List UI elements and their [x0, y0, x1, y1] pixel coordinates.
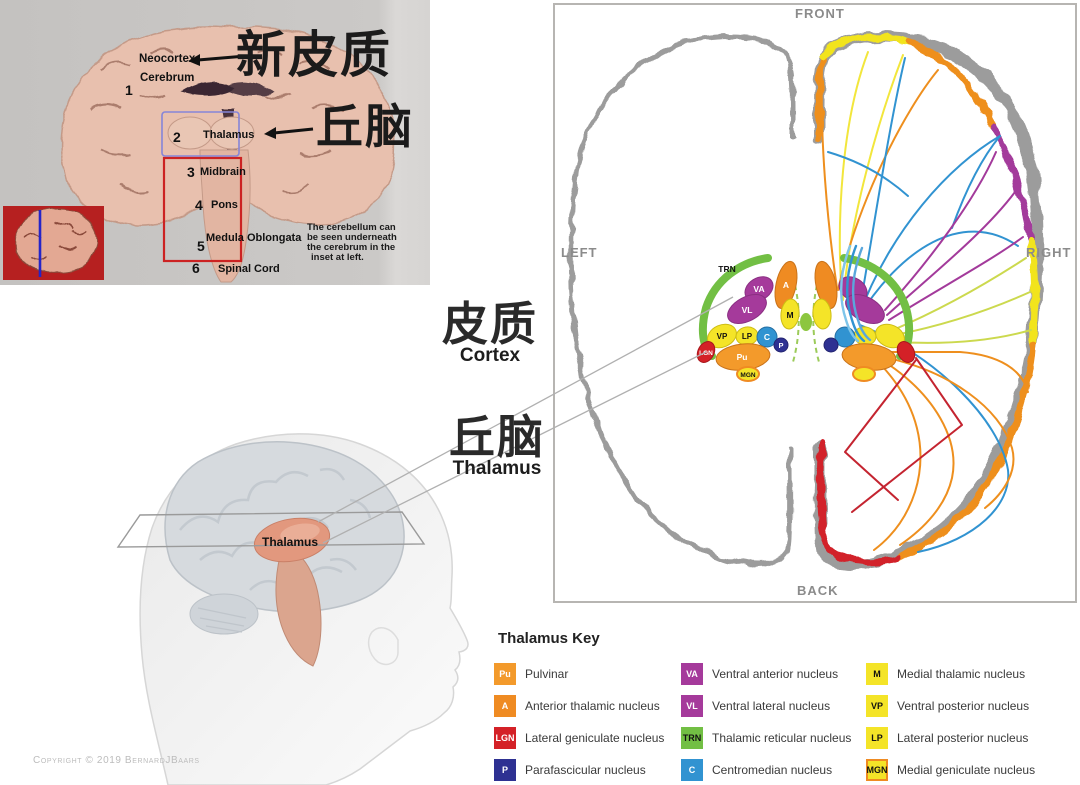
photo-number-1: 1	[125, 82, 133, 98]
head-thalamus-label: Thalamus	[262, 535, 318, 549]
photo-brainstem	[167, 116, 255, 283]
label-VL: VL	[742, 305, 753, 315]
segment-frontolateral-orange	[904, 38, 998, 132]
segment-medial-frontal-orange	[815, 53, 828, 142]
key-label: Thalamic reticular nucleus	[712, 731, 852, 745]
label-M: M	[786, 310, 793, 320]
head-thalamus	[253, 517, 331, 667]
photo-number-5: 5	[197, 238, 205, 254]
photo-label-spinal-cord: Spinal Cord	[218, 263, 280, 275]
swatch-TRN: TRN	[681, 727, 703, 749]
swatch-LGN: LGN	[494, 727, 516, 749]
back-label: BACK	[797, 583, 839, 598]
label-TRN: TRN	[718, 264, 735, 274]
photo-label-midbrain: Midbrain	[200, 166, 246, 178]
svg-text:inset at left.: inset at left.	[311, 252, 364, 263]
swatch-C: C	[681, 759, 703, 781]
swatch-LP: LP	[866, 727, 888, 749]
key-label: Anterior thalamic nucleus	[525, 699, 660, 713]
svg-text:The cerebellum can: The cerebellum can	[307, 222, 396, 233]
thalamus-annotation: 丘脑 Thalamus	[434, 413, 560, 480]
cortex-zh: 皮质	[442, 298, 538, 350]
nucleus-MGN	[736, 366, 760, 382]
key-title: Thalamus Key	[498, 630, 600, 647]
photo-label-thalamus: Thalamus	[203, 129, 254, 141]
thalamus-key: Thalamus Key Pu Pulvinar A Anterior thal…	[492, 628, 1080, 785]
photo-note: The cerebellum can be seen underneath th…	[307, 222, 397, 263]
nucleus-C	[756, 326, 778, 348]
photo-number-3: 3	[187, 164, 195, 180]
label-VP: VP	[717, 332, 728, 341]
inset-brain-photo	[3, 206, 104, 280]
thalamus-arrow	[264, 127, 314, 139]
photo-label-neocortex: Neocortex	[139, 53, 196, 65]
swatch-VL: VL	[681, 695, 703, 717]
key-label: Centromedian nucleus	[712, 763, 833, 777]
copyright-text: Copyright © 2019 BernardJBaars	[33, 755, 200, 766]
right-label: RIGHT	[1026, 245, 1072, 260]
svg-text:be seen underneath: be seen underneath	[307, 232, 397, 243]
label-MGN: MGN	[740, 372, 755, 379]
thalamocortical-diagram: TRN VA VL A M VP LP C P LGN Pu MGN	[568, 31, 1043, 570]
key-label: Lateral geniculate nucleus	[525, 731, 665, 745]
key-label: Medial geniculate nucleus	[897, 763, 1036, 777]
internal-capsule-bundle	[839, 244, 872, 343]
segment-posterior-orange	[893, 341, 1037, 562]
label-A: A	[783, 280, 789, 290]
label-LP: LP	[742, 332, 753, 341]
thalamus-box	[161, 111, 240, 157]
svg-text:the cerebrum in the: the cerebrum in the	[307, 242, 395, 253]
label-P: P	[778, 341, 783, 350]
swatch-M: M	[866, 663, 888, 685]
key-label: Lateral posterior nucleus	[897, 731, 1029, 745]
thalamus-en: Thalamus	[452, 458, 542, 480]
photo-label-cerebrum: Cerebrum	[140, 72, 194, 84]
neocortex-zh-label: 新皮质	[236, 27, 392, 83]
key-label: Ventral anterior nucleus	[712, 667, 839, 681]
midline-green-dot	[800, 313, 812, 331]
label-LGN: LGN	[699, 350, 713, 357]
cortex-annotation: 皮质 Cortex	[424, 300, 556, 367]
photo-number-2: 2	[173, 129, 181, 145]
label-VA: VA	[753, 284, 764, 294]
key-label: Ventral posterior nucleus	[897, 699, 1030, 713]
segment-frontal-pole-yellow	[818, 33, 912, 61]
left-thalamus	[696, 254, 800, 382]
ear-outline	[367, 627, 399, 666]
head-profile-illustration: Thalamus	[116, 433, 469, 785]
cortical-color-segments	[815, 33, 1039, 566]
neocortex-arrow	[188, 54, 247, 66]
label-Pu: Pu	[737, 352, 748, 362]
segment-lateral-purple	[990, 124, 1035, 246]
key-label: Parafascicular nucleus	[525, 763, 646, 777]
nucleus-P	[773, 337, 789, 353]
segment-temporal-yellow	[1027, 238, 1039, 349]
key-label: Ventral lateral nucleus	[712, 699, 831, 713]
front-label: FRONT	[795, 6, 845, 21]
brainstem-box	[162, 156, 243, 263]
nucleus-A	[774, 260, 798, 310]
photo-number-4: 4	[195, 197, 203, 213]
left-label: LEFT	[561, 245, 598, 260]
swatch-MGN: MGN	[866, 759, 888, 781]
thalamus-zh-label-top: 丘脑	[316, 100, 414, 153]
swatch-VP: VP	[866, 695, 888, 717]
coronal-section-photo: Neocortex Cerebrum 1 2 3 4 5 6 Thalamus …	[0, 0, 430, 285]
key-label: Medial thalamic nucleus	[897, 667, 1026, 681]
key-label: Pulvinar	[525, 667, 569, 681]
label-C: C	[764, 332, 770, 342]
swatch-P: P	[494, 759, 516, 781]
photo-label-pons: Pons	[211, 199, 238, 211]
swatch-A: A	[494, 695, 516, 717]
photo-number-6: 6	[192, 260, 200, 276]
photo-label-medulla: Medula Oblongata	[206, 232, 302, 244]
section-plane	[116, 511, 426, 548]
nucleus-M	[780, 298, 800, 330]
swatch-Pu: Pu	[494, 663, 516, 685]
thalamus-zh: 丘脑	[449, 411, 545, 463]
swatch-VA: VA	[681, 663, 703, 685]
segment-occipital-red	[816, 441, 901, 566]
